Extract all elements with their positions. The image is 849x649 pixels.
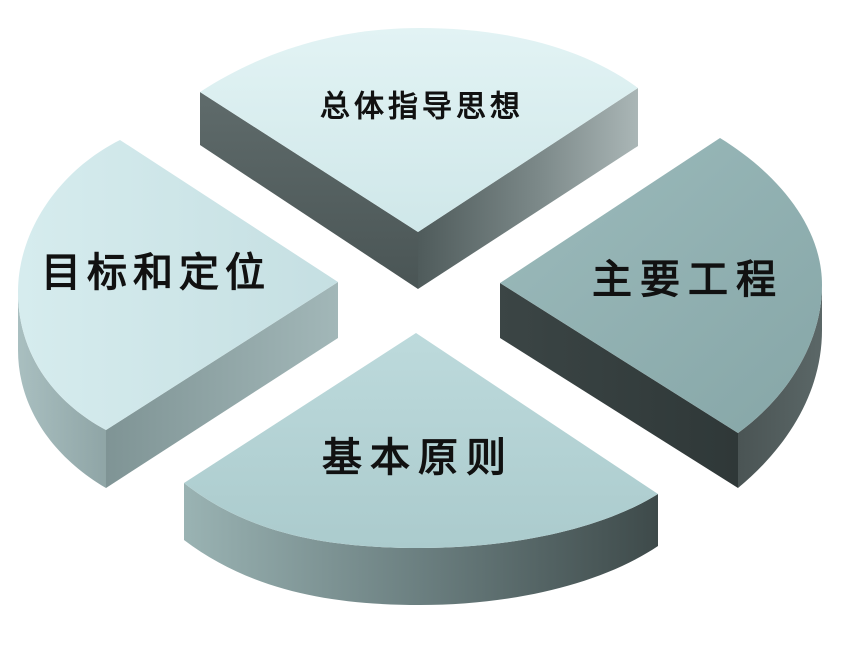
segment-bottom-arc-side [184,483,658,605]
segment-left-arc-side [18,292,106,488]
segment-left: 目标和定位 [18,140,338,488]
segment-bottom-label: 基本原则 [322,435,514,481]
segment-top-face [200,28,638,232]
segment-left-label: 目标和定位 [41,250,271,296]
segment-right-label: 主要工程 [592,257,784,303]
segment-right-front-side [500,283,738,488]
segment-left-front-side [106,282,338,488]
segment-left-face [18,140,338,430]
segment-top-left-side [200,92,418,289]
segment-top-label: 总体指导思想 [320,90,524,125]
segment-bottom-face [184,333,658,548]
segment-top-right-side [418,88,638,289]
segment-right: 主要工程 [500,138,822,488]
segment-top: 总体指导思想 [200,28,638,289]
segment-right-face [500,138,822,433]
segment-right-arc-side [738,275,822,488]
segment-bottom: 基本原则 [184,333,658,605]
